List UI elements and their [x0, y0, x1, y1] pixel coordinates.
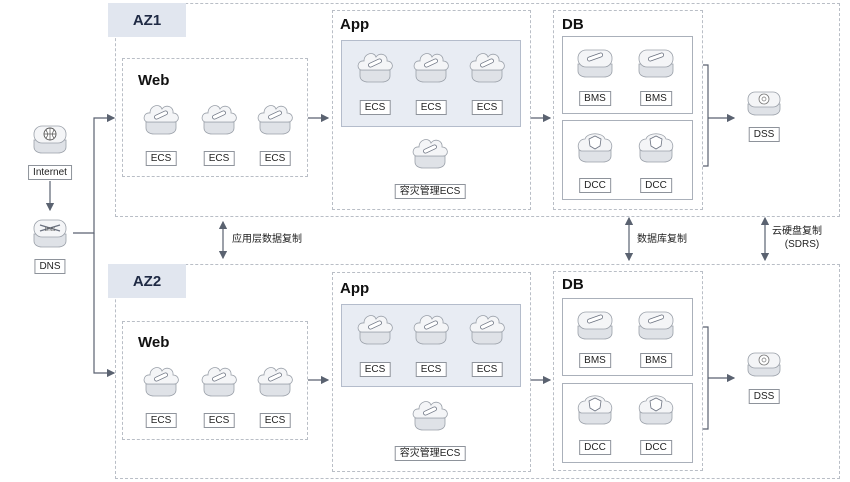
az1-dr-ecs-label: 容灾管理ECS [394, 184, 466, 199]
az2-web-ecs-2-cloud-icon [198, 360, 240, 402]
az1-app-ecs-1-label: ECS [359, 100, 391, 115]
az1-db-title: DB [562, 16, 584, 33]
az1-app-ecs-2-label: ECS [415, 100, 447, 115]
app-replication-label: 应用层数据复制 [232, 234, 302, 245]
az2-dr-ecs-label: 容灾管理ECS [394, 446, 466, 461]
az2-bms-2-label: BMS [640, 353, 672, 368]
az1-dss-dss-icon [743, 82, 785, 124]
az1-web-ecs-3-label: ECS [259, 151, 291, 166]
az2-dr-ecs-cloud-icon [409, 394, 451, 436]
az2-web-ecs-2-label: ECS [203, 413, 235, 428]
az1-dss-label: DSS [748, 127, 780, 142]
az1-bms-1-box-icon [574, 42, 616, 84]
az1-web-title: Web [138, 72, 170, 89]
az1-zone [115, 3, 840, 217]
dns-dns-icon: DNS [29, 212, 71, 254]
internet-globe-icon [29, 118, 71, 160]
az2-app-ecs-2-cloud-icon [410, 308, 452, 350]
az1-app-ecs-2-cloud-icon [410, 46, 452, 88]
az2-db-title: DB [562, 276, 584, 293]
db-replication-label: 数据库复制 [637, 234, 687, 245]
az1-web-ecs-1-cloud-icon [140, 98, 182, 140]
az1-bms-2-label: BMS [640, 91, 672, 106]
az2-app-ecs-1-cloud-icon [354, 308, 396, 350]
az2-dcc-2-label: DCC [640, 440, 672, 455]
az1-app-ecs-3-cloud-icon [466, 46, 508, 88]
svg-text:DNS: DNS [45, 227, 56, 233]
az1-dcc-2-label: DCC [640, 178, 672, 193]
az2-web-ecs-1-cloud-icon [140, 360, 182, 402]
az2-bms-1-label: BMS [579, 353, 611, 368]
az2-dss-label: DSS [748, 389, 780, 404]
az2-dcc-1-shield-icon [574, 388, 616, 430]
az2-dss-dss-icon [743, 343, 785, 385]
az2-web-ecs-1-label: ECS [145, 413, 177, 428]
az2-dcc-1-label: DCC [579, 440, 611, 455]
az2-app-ecs-3-label: ECS [471, 362, 503, 377]
az1-bms-1-label: BMS [579, 91, 611, 106]
disk-replication-line1: 云硬盘复制 [772, 226, 822, 237]
az1-dr-ecs-cloud-icon [409, 132, 451, 174]
az1-web-ecs-2-label: ECS [203, 151, 235, 166]
az1-web-ecs-1-label: ECS [145, 151, 177, 166]
az2-web-title: Web [138, 334, 170, 351]
az1-bms-2-box-icon [635, 42, 677, 84]
az2-web-ecs-3-cloud-icon [254, 360, 296, 402]
az2-zone [115, 264, 840, 479]
disk-replication-line2: (SDRS) [784, 239, 820, 250]
az2-title: AZ2 [108, 264, 186, 298]
az1-title: AZ1 [108, 3, 186, 37]
az2-app-ecs-1-label: ECS [359, 362, 391, 377]
az1-app-ecs-3-label: ECS [471, 100, 503, 115]
az2-web-ecs-3-label: ECS [259, 413, 291, 428]
az1-dcc-1-shield-icon [574, 126, 616, 168]
az2-bms-1-box-icon [574, 304, 616, 346]
az1-app-ecs-1-cloud-icon [354, 46, 396, 88]
az2-bms-2-box-icon [635, 304, 677, 346]
az2-app-ecs-3-cloud-icon [466, 308, 508, 350]
az1-web-ecs-3-cloud-icon [254, 98, 296, 140]
az1-dcc-1-label: DCC [579, 178, 611, 193]
internet-label: Internet [28, 165, 72, 180]
az1-app-title: App [340, 16, 370, 33]
az2-app-ecs-2-label: ECS [415, 362, 447, 377]
az1-web-ecs-2-cloud-icon [198, 98, 240, 140]
disk-replication-label: 云硬盘复制 (SDRS) [772, 225, 822, 251]
az2-app-title: App [340, 280, 370, 297]
az1-dcc-2-shield-icon [635, 126, 677, 168]
az2-dcc-2-shield-icon [635, 388, 677, 430]
dns-label: DNS [34, 259, 66, 274]
